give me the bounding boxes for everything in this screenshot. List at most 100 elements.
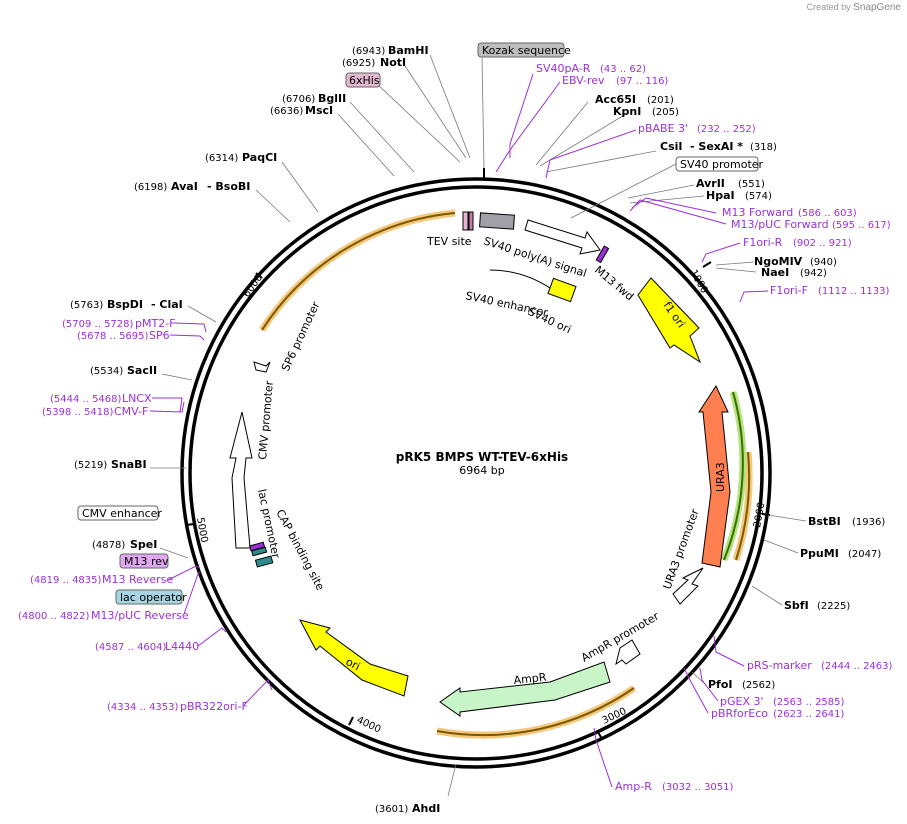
cmv-promoter-arrow [229, 411, 253, 549]
site-pfoi: PfoI [708, 678, 733, 691]
primer-l4440-range: (4587 .. 4604) [95, 642, 167, 653]
sv40-polya-arrow [524, 219, 601, 255]
feature-ampr: AmpR [513, 671, 547, 687]
site-hpai: HpaI [706, 189, 735, 202]
primer-pmt2-f: pMT2-F [135, 317, 176, 330]
primer-ebv-rev: EBV-rev [562, 74, 605, 87]
primer-pbrforeco: pBRforEco [711, 707, 768, 720]
site-kpni: KpnI [613, 105, 641, 118]
site-msci: MscI [305, 104, 333, 117]
primer-arc-top-left-core [261, 212, 456, 331]
primer-f1ori-f: F1ori-F [770, 284, 808, 297]
site-bglii-pos: (6706) [282, 94, 315, 105]
primer-f1ori-r: F1ori-R [743, 236, 783, 249]
lac-operator-box [115, 589, 183, 605]
primer-prs-marker: pRS-marker [747, 659, 812, 672]
sv40-promoter-label: SV40 promoter [680, 158, 764, 171]
ampr-arrow [439, 661, 611, 717]
site-bsobi: - BsoBI [207, 180, 250, 193]
site-ppumi-pos: (2047) [848, 549, 881, 560]
site-acc65i-pos: (201) [647, 95, 674, 106]
site-paqci: PaqCI [242, 151, 277, 164]
primer-lines [149, 73, 769, 788]
plasmid-length: 6964 bp [459, 464, 504, 477]
feature-ori: ori [344, 655, 363, 673]
m13-rev-label: M13 rev [124, 555, 169, 568]
lac-operator-block [254, 555, 274, 568]
brand-prefix: Created by [806, 2, 851, 12]
tev-site-block [462, 211, 469, 231]
primer-pbabe3-range: (232 .. 252) [697, 124, 756, 135]
sv40-polya-block [479, 212, 515, 230]
kozak-box [477, 42, 565, 58]
site-sbfi: SbfI [784, 599, 809, 612]
ori-arrow [299, 619, 409, 697]
site-avrii: AvrII [696, 177, 725, 190]
primer-pbr322ori-f-range: (4334 .. 4353) [107, 702, 179, 713]
sp6-promoter-arrow [253, 361, 271, 373]
lac-operator-label: lac operator [120, 591, 187, 604]
primer-arc-top-left [259, 209, 456, 332]
primer-m13-forward-range: (586 .. 603) [798, 208, 857, 219]
his-tag-block [468, 211, 474, 231]
site-bglii: BglII [318, 92, 346, 105]
primer-arc-right-green-core [723, 391, 744, 561]
leader-lines [150, 54, 807, 797]
m13-fwd-block [595, 245, 610, 264]
site-bamhi-pos: (6943) [352, 46, 385, 57]
site-bspdi: BspDI [107, 298, 143, 311]
primer-pgex3: pGEX 3' [720, 695, 764, 708]
site-sexai-pos: (318) [750, 142, 777, 153]
feature-sp6-promoter: SP6 promoter [279, 299, 323, 373]
site-clai: - ClaI [151, 298, 183, 311]
backbone-inner [188, 185, 764, 761]
site-acc65i: Acc65I [595, 93, 636, 106]
primer-m13puc-reverse: M13/pUC Reverse [91, 609, 189, 622]
backbone-outer [180, 177, 772, 769]
site-bspdi-pos: (5763) [70, 300, 103, 311]
plasmid-name: pRK5 BMPS WT-TEV-6xHis [396, 450, 568, 464]
site-spei: SpeI [130, 538, 157, 551]
kozak-label: Kozak sequence [482, 44, 571, 57]
feature-ura3: URA3 [714, 462, 727, 492]
brand-name: SnapGene [853, 2, 901, 13]
primer-prs-marker-range: (2444 .. 2463) [821, 661, 893, 672]
site-ppumi: PpuMI [800, 547, 839, 560]
site-avai: AvaI [171, 180, 198, 193]
site-bstbi: BstBI [808, 515, 841, 528]
site-bamhi: BamHI [388, 44, 429, 57]
primer-m13puc-forward: M13/pUC Forward [731, 218, 829, 231]
primer-cmv-f: CMV-F [114, 405, 148, 418]
site-sexai: - SexAI * [690, 140, 743, 153]
his6-box [345, 72, 381, 88]
ura3-arrow [698, 384, 731, 568]
f1-ori-arrow [637, 277, 702, 364]
site-bstbi-pos: (1936) [852, 517, 885, 528]
cmv-enhancer-label: CMV enhancer [82, 507, 162, 520]
primer-l4440: L4440 [165, 640, 199, 653]
site-hpai-pos: (574) [745, 191, 772, 202]
m13-rev-box [119, 553, 169, 569]
site-sacii: SacII [127, 364, 157, 377]
primer-arc-right-core [735, 451, 751, 561]
tick-2000: 2000 [752, 502, 767, 529]
site-sbfi-pos: (2225) [817, 601, 850, 612]
sv40-enhancer-arc [489, 269, 551, 289]
primer-pbabe3: pBABE 3' [638, 122, 688, 135]
site-csii: CsiI [660, 140, 682, 153]
primer-m13-forward: M13 Forward [722, 206, 793, 219]
cap-site-block [251, 546, 268, 557]
primer-sp6: SP6 [149, 329, 170, 342]
site-msci-pos: (6636) [270, 106, 303, 117]
primer-f1ori-r-range: (902 .. 921) [793, 238, 852, 249]
ura3-promoter-arrow [672, 567, 704, 605]
primer-m13puc-forward-range: (595 .. 617) [832, 220, 891, 231]
primer-pbrforeco-range: (2623 .. 2641) [773, 709, 845, 720]
site-snabi-pos: (5219) [74, 460, 107, 471]
site-ngomiv: NgoMIV [754, 255, 803, 268]
cmv-enhancer-box [77, 505, 159, 521]
site-pfoi-pos: (2562) [742, 680, 775, 691]
primer-cmv-f-range: (5398 .. 5418) [42, 407, 114, 418]
backbone-ticks [185, 168, 771, 740]
